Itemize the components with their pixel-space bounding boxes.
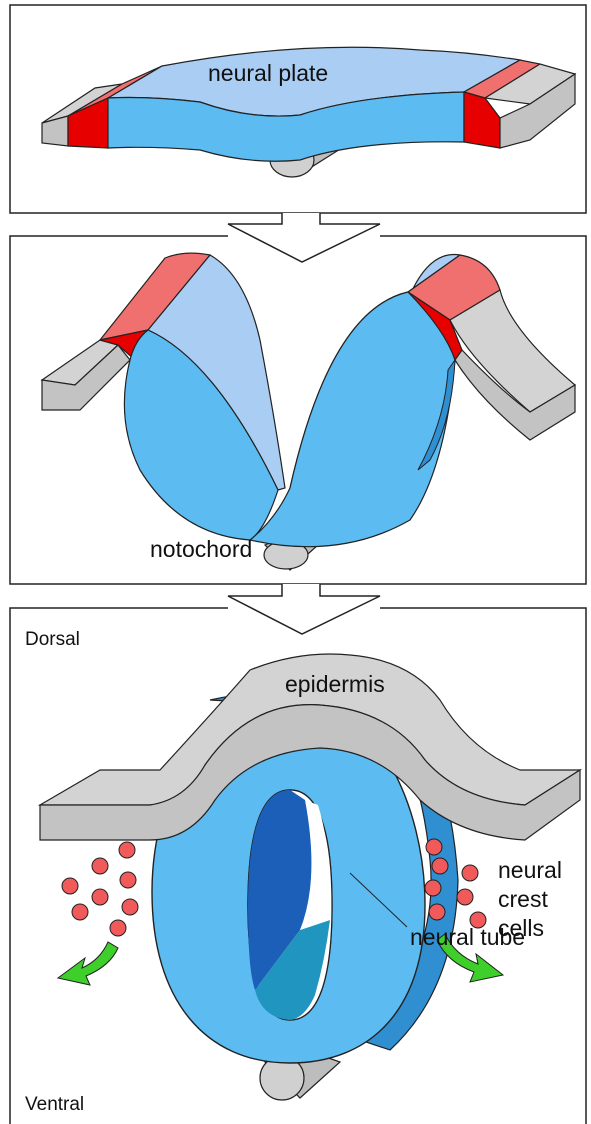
crest-cell — [92, 858, 108, 874]
crest-cell — [462, 865, 478, 881]
migration-arrow-left — [58, 942, 118, 985]
epidermis-right — [450, 290, 575, 440]
crest-cell — [120, 872, 136, 888]
label-ventral: Ventral — [25, 1094, 84, 1115]
panel-neural-plate: neural plate — [10, 5, 586, 213]
crest-cell — [92, 889, 108, 905]
label-neural-plate: neural plate — [208, 60, 328, 86]
panel-neural-folds: notochord — [10, 236, 586, 584]
crest-cell — [432, 858, 448, 874]
stage-arrow-2 — [228, 584, 380, 634]
panel-neural-tube: Dorsal epidermis neural crest cells neur… — [10, 608, 586, 1124]
stage-arrow-1 — [228, 213, 380, 262]
label-dorsal: Dorsal — [25, 629, 80, 650]
label-epidermis: epidermis — [285, 671, 385, 697]
label-neural-crest-1: neural — [498, 857, 562, 883]
crest-cell — [429, 904, 445, 920]
crest-cell — [425, 880, 441, 896]
crest-cell — [426, 839, 442, 855]
epidermis-left — [42, 340, 130, 410]
neural-crest-cells-left — [62, 842, 138, 936]
crest-cell — [62, 878, 78, 894]
label-neural-crest-2: crest — [498, 886, 548, 912]
label-notochord: notochord — [150, 536, 252, 562]
crest-cell — [72, 904, 88, 920]
crest-cell — [122, 899, 138, 915]
crest-cell — [110, 920, 126, 936]
crest-cell — [457, 889, 473, 905]
crest-cell — [119, 842, 135, 858]
label-neural-tube: neural tube — [410, 924, 525, 950]
